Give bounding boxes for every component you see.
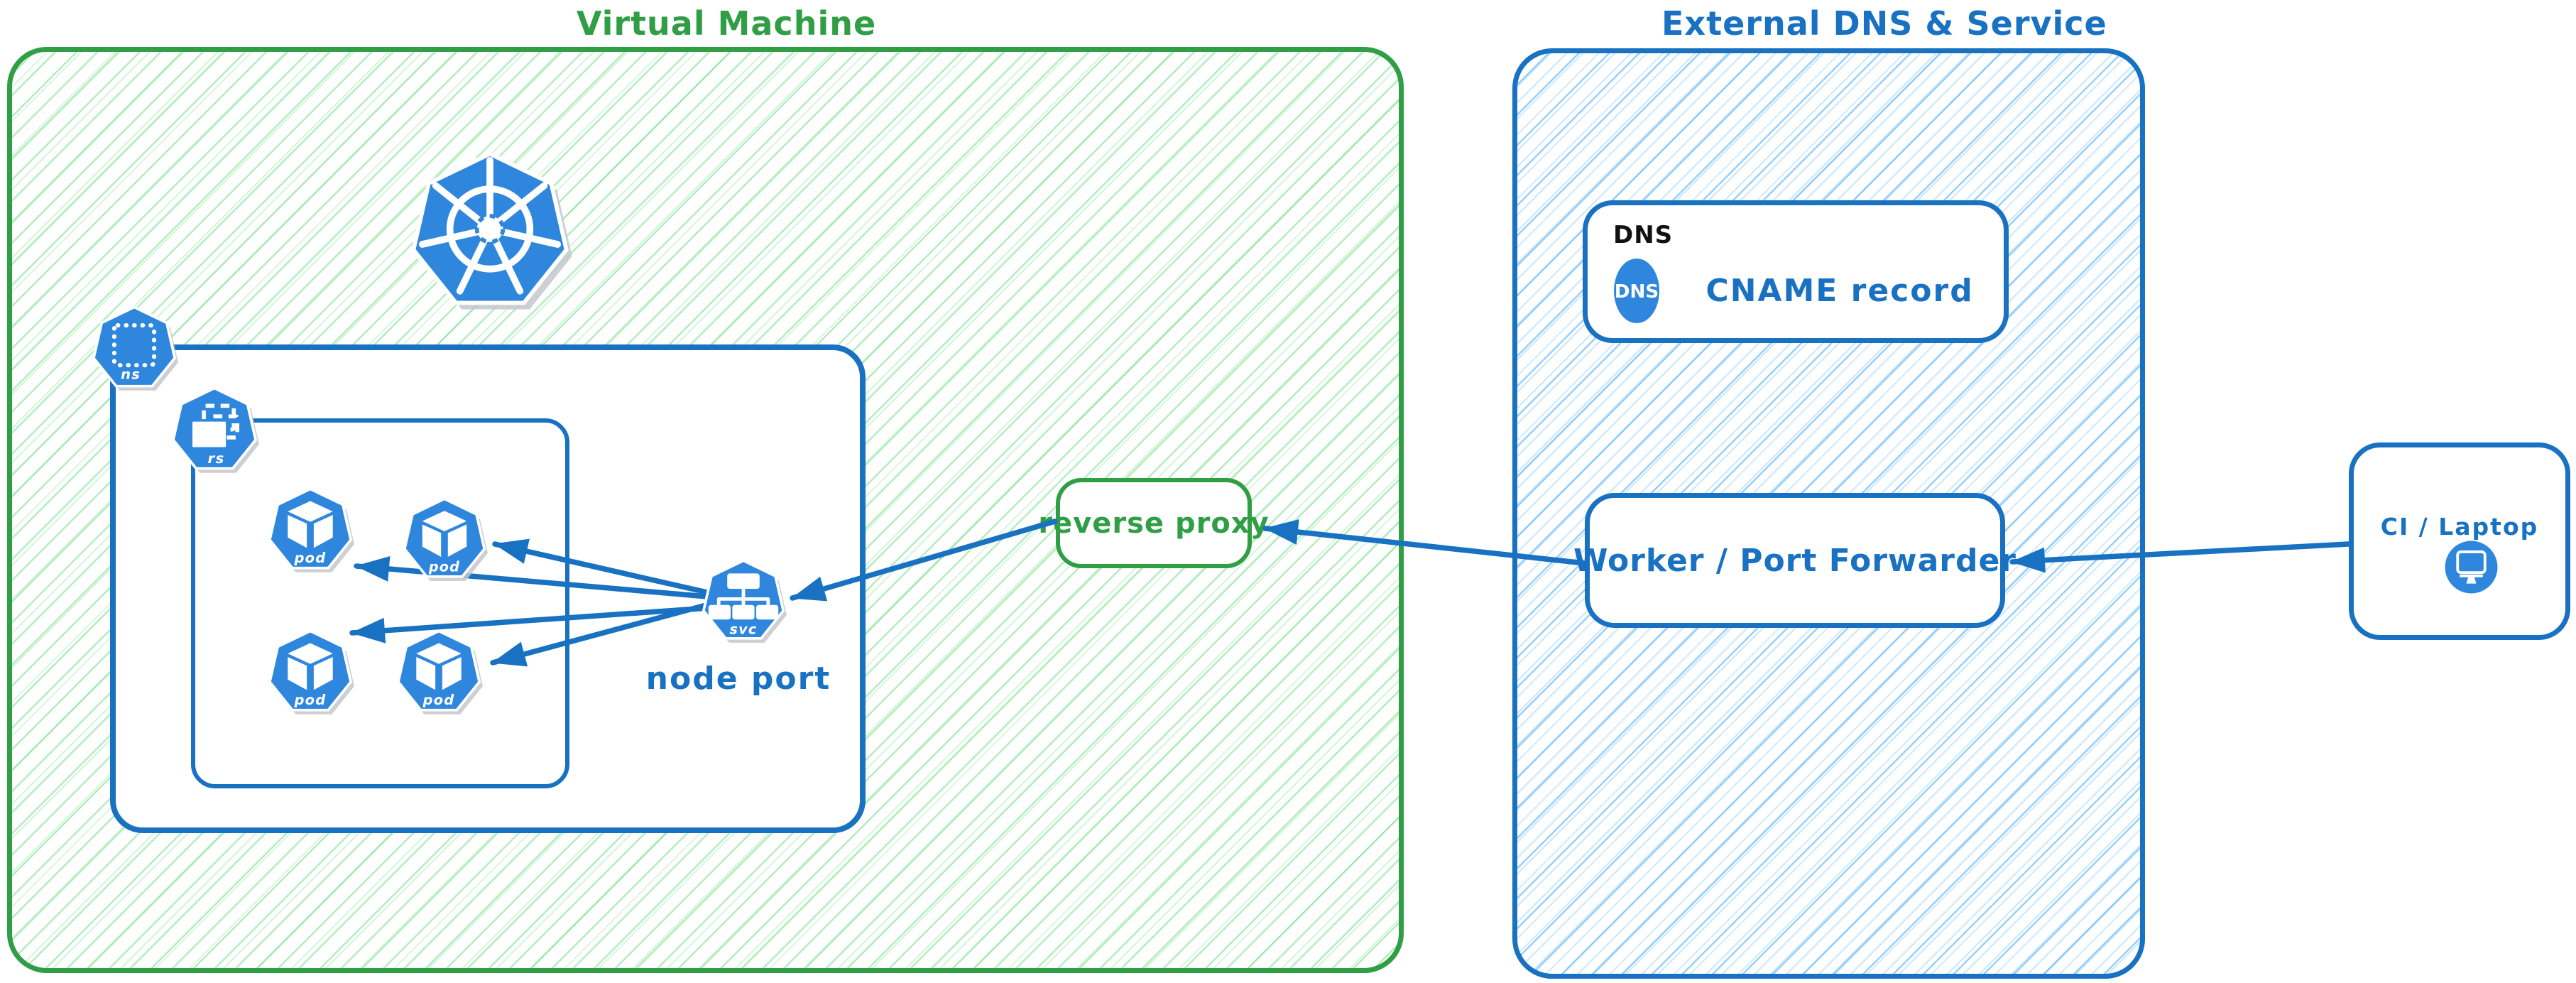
pod-icon-1: pod [267, 487, 354, 574]
client-card: CI / Laptop [2349, 442, 2570, 640]
reverse-proxy-label: reverse proxy [1038, 506, 1270, 540]
external-region-title: External DNS & Service [1661, 4, 2107, 43]
pod-icon-2: pod [402, 497, 488, 582]
pod-icon-label: pod [422, 692, 454, 708]
replicaset-icon-label: rs [207, 450, 224, 467]
pod-icon-4: pod [395, 629, 483, 716]
node-port-caption: node port [645, 661, 831, 697]
dns-card: DNS DNS CNAME record [1583, 200, 2009, 343]
cname-record-label: CNAME record [1705, 272, 1974, 309]
kubernetes-logo-icon [408, 151, 572, 314]
pod-icon-3: pod [267, 629, 354, 716]
service-icon: svc [701, 559, 787, 644]
namespace-icon: ns [91, 305, 178, 392]
monitor-icon [2444, 540, 2499, 594]
reverse-proxy-box: reverse proxy [1038, 478, 1269, 568]
pod-icon-label: pod [428, 558, 460, 575]
worker-card-label: Worker / Port Forwarder [1573, 542, 2017, 579]
worker-card: Worker / Port Forwarder [1573, 493, 2016, 628]
vm-region-title: Virtual Machine [576, 4, 877, 43]
dns-badge-label: DNS [1615, 281, 1659, 303]
service-icon-label: svc [730, 621, 758, 638]
namespace-icon-label: ns [121, 366, 141, 383]
dns-tag-label: DNS [1613, 221, 1674, 249]
dns-badge-icon: DNS [1613, 258, 1660, 325]
client-card-label: CI / Laptop [2380, 513, 2539, 541]
replicaset-icon: rs [170, 386, 259, 474]
pod-icon-label: pod [293, 692, 326, 708]
pod-icon-label: pod [293, 550, 326, 566]
